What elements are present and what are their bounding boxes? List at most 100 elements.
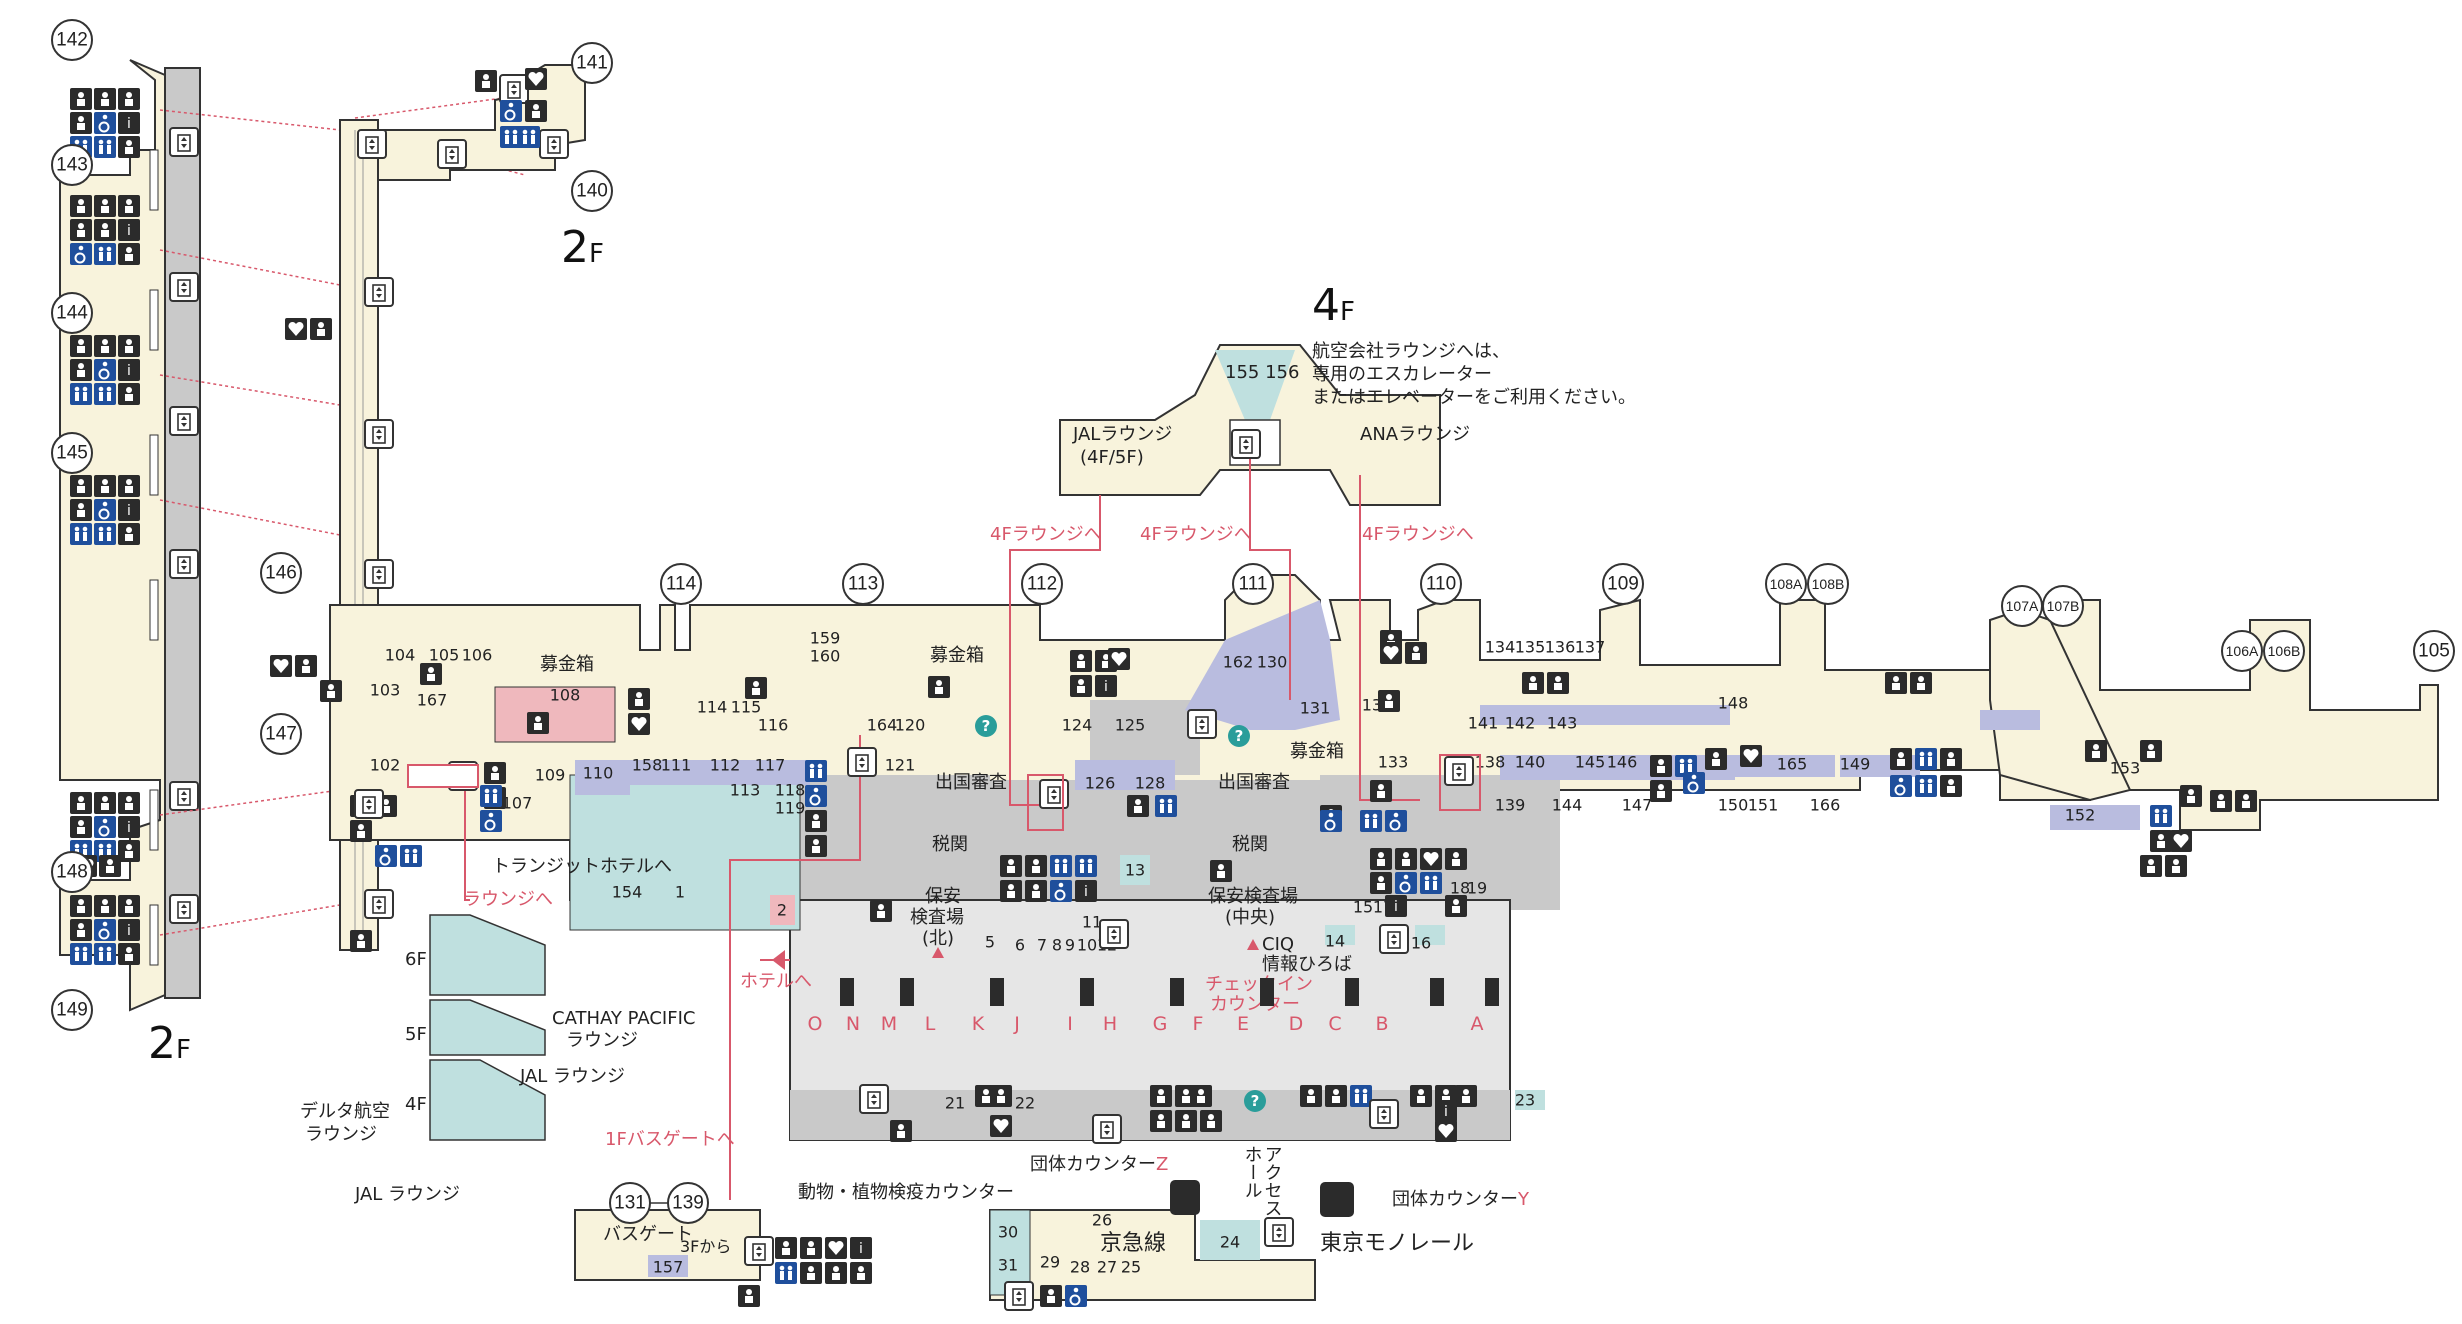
shukkoku-north: 出国審査: [935, 772, 1007, 793]
gate-109: 109: [1602, 563, 1644, 605]
counter-i: I: [1067, 1013, 1073, 1035]
shop-135: 135: [1515, 638, 1546, 657]
svg-text:113: 113: [848, 574, 878, 595]
counter-n: N: [846, 1013, 860, 1035]
shop-150: 150: [1718, 796, 1749, 815]
shop-28: 28: [1070, 1258, 1090, 1277]
svg-text:108A: 108A: [1770, 576, 1803, 592]
animal-quarantine-label: 動物・植物検疫カウンター: [798, 1182, 1014, 1203]
shop-153: 153: [2110, 759, 2141, 778]
counter-d: D: [1289, 1013, 1304, 1035]
shukkoku-central: 出国審査: [1218, 772, 1290, 793]
transit-hotel-label: トランジットホテルへ: [492, 856, 672, 877]
shop-27: 27: [1097, 1258, 1117, 1277]
gate-147: 147: [260, 713, 302, 755]
svg-text:148: 148: [56, 862, 88, 883]
shop-125: 125: [1115, 716, 1146, 735]
gate-105: 105: [2413, 630, 2455, 672]
to-4f-lounge-1: 4Fラウンジへ: [990, 524, 1102, 545]
gate-113: 113: [842, 563, 884, 605]
hoan-north-1: 保安: [925, 886, 961, 907]
shop-124: 124: [1062, 716, 1093, 735]
shop-107: 107: [502, 794, 533, 813]
shop-118: 118: [775, 781, 806, 800]
shop-5: 5: [985, 933, 995, 952]
delta-lounge-label: デルタ航空: [300, 1101, 390, 1122]
svg-text:141: 141: [576, 53, 608, 74]
dotted-connectors: [159, 94, 526, 936]
counter-j: J: [1013, 1013, 1020, 1035]
gate-139: 139: [667, 1182, 709, 1224]
gate-142: 142: [51, 19, 93, 61]
shop-141: 141: [1468, 714, 1499, 733]
shop-158: 158: [632, 756, 663, 775]
svg-text:145: 145: [56, 443, 88, 464]
shop-7: 7: [1037, 936, 1047, 955]
gate-106a: 106A: [2221, 630, 2263, 672]
shop-166: 166: [1810, 796, 1841, 815]
shop-154: 154: [612, 883, 643, 902]
zeikan-north: 税関: [932, 834, 968, 855]
shop-149: 149: [1840, 755, 1871, 774]
shop-1: 1: [675, 883, 685, 902]
shop-18: 18: [1450, 879, 1470, 898]
shop-117: 117: [755, 756, 786, 775]
zeikan-central: 税関: [1232, 834, 1268, 855]
shop-121: 121: [885, 756, 916, 775]
floor-2f-top-big: 2: [561, 222, 589, 273]
lounge-stack: [429, 914, 546, 1141]
shop-31: 31: [998, 1256, 1018, 1275]
facility-labels: 募金箱 募金箱 募金箱 出国審査 出国審査 税関 税関 保安 検査場 (北) 保…: [492, 645, 1530, 1256]
counter-a: A: [1471, 1013, 1484, 1035]
shop-112: 112: [710, 756, 741, 775]
shop-21: 21: [945, 1094, 965, 1113]
svg-text:105: 105: [2418, 641, 2450, 662]
shop-119: 119: [775, 799, 806, 818]
hoan-central-1: 保安検査場: [1208, 886, 1298, 907]
shop-8: 8: [1052, 936, 1062, 955]
checkin-counters: O N M L K J I H G F E D C B A: [808, 978, 1499, 1035]
shop-106: 106: [462, 646, 493, 665]
shop-11: 11: [1082, 913, 1102, 932]
gate-110: 110: [1420, 563, 1462, 605]
floor-2f-top-small: F: [589, 239, 604, 269]
floor-2f-left-small: F: [176, 1035, 191, 1065]
shop-2: 2: [777, 901, 787, 920]
access-label-1: アクセス: [1262, 1145, 1283, 1217]
cathay-lounge-label: ラウンジ: [566, 1030, 638, 1051]
shop-140: 140: [1515, 753, 1546, 772]
group-counter-z: 団体カウンター: [1030, 1154, 1156, 1175]
svg-text:109: 109: [1607, 574, 1639, 595]
bus-gate-area: [574, 1209, 761, 1281]
svg-text:2F: 2F: [148, 1018, 191, 1069]
shop-6: 6: [1015, 936, 1025, 955]
shop-131: 131: [1300, 699, 1331, 718]
to-4f-lounge-2: 4Fラウンジへ: [1140, 524, 1252, 545]
counter-l: L: [925, 1013, 936, 1035]
gate-148: 148: [51, 851, 93, 893]
svg-text:112: 112: [1027, 574, 1057, 595]
lounge-note-1: 航空会社ラウンジへは、: [1312, 341, 1510, 362]
bokin-label-1: 募金箱: [540, 654, 594, 675]
cathay-label: CATHAY PACIFIC: [552, 1008, 695, 1029]
floor-2f-left-big: 2: [148, 1018, 176, 1069]
shop-numbers: 103 104 105 106 167 108 102 107 109 110 …: [370, 629, 2141, 1277]
shop-26: 26: [1092, 1211, 1112, 1230]
shop-143: 143: [1547, 714, 1578, 733]
shop-9: 9: [1065, 936, 1075, 955]
shop-126: 126: [1085, 774, 1116, 793]
checkin-label-2: カウンター: [1210, 994, 1300, 1015]
gate-markers: 142 143 144 145 146 147 148 149 141 140 …: [51, 19, 2455, 1224]
svg-text:110: 110: [1426, 574, 1456, 595]
shop-159: 159: [810, 629, 841, 648]
svg-text:106A: 106A: [2226, 643, 2259, 659]
hoan-north-2: 検査場: [910, 907, 964, 928]
counter-h: H: [1103, 1013, 1117, 1035]
shop-109: 109: [535, 766, 566, 785]
svg-text:4F: 4F: [1312, 280, 1355, 331]
gate-108b: 108B: [1807, 563, 1849, 605]
gate-108a: 108A: [1765, 563, 1807, 605]
shop-23: 23: [1515, 1091, 1535, 1110]
shop-160: 160: [810, 647, 841, 666]
shop-115: 115: [731, 698, 762, 717]
